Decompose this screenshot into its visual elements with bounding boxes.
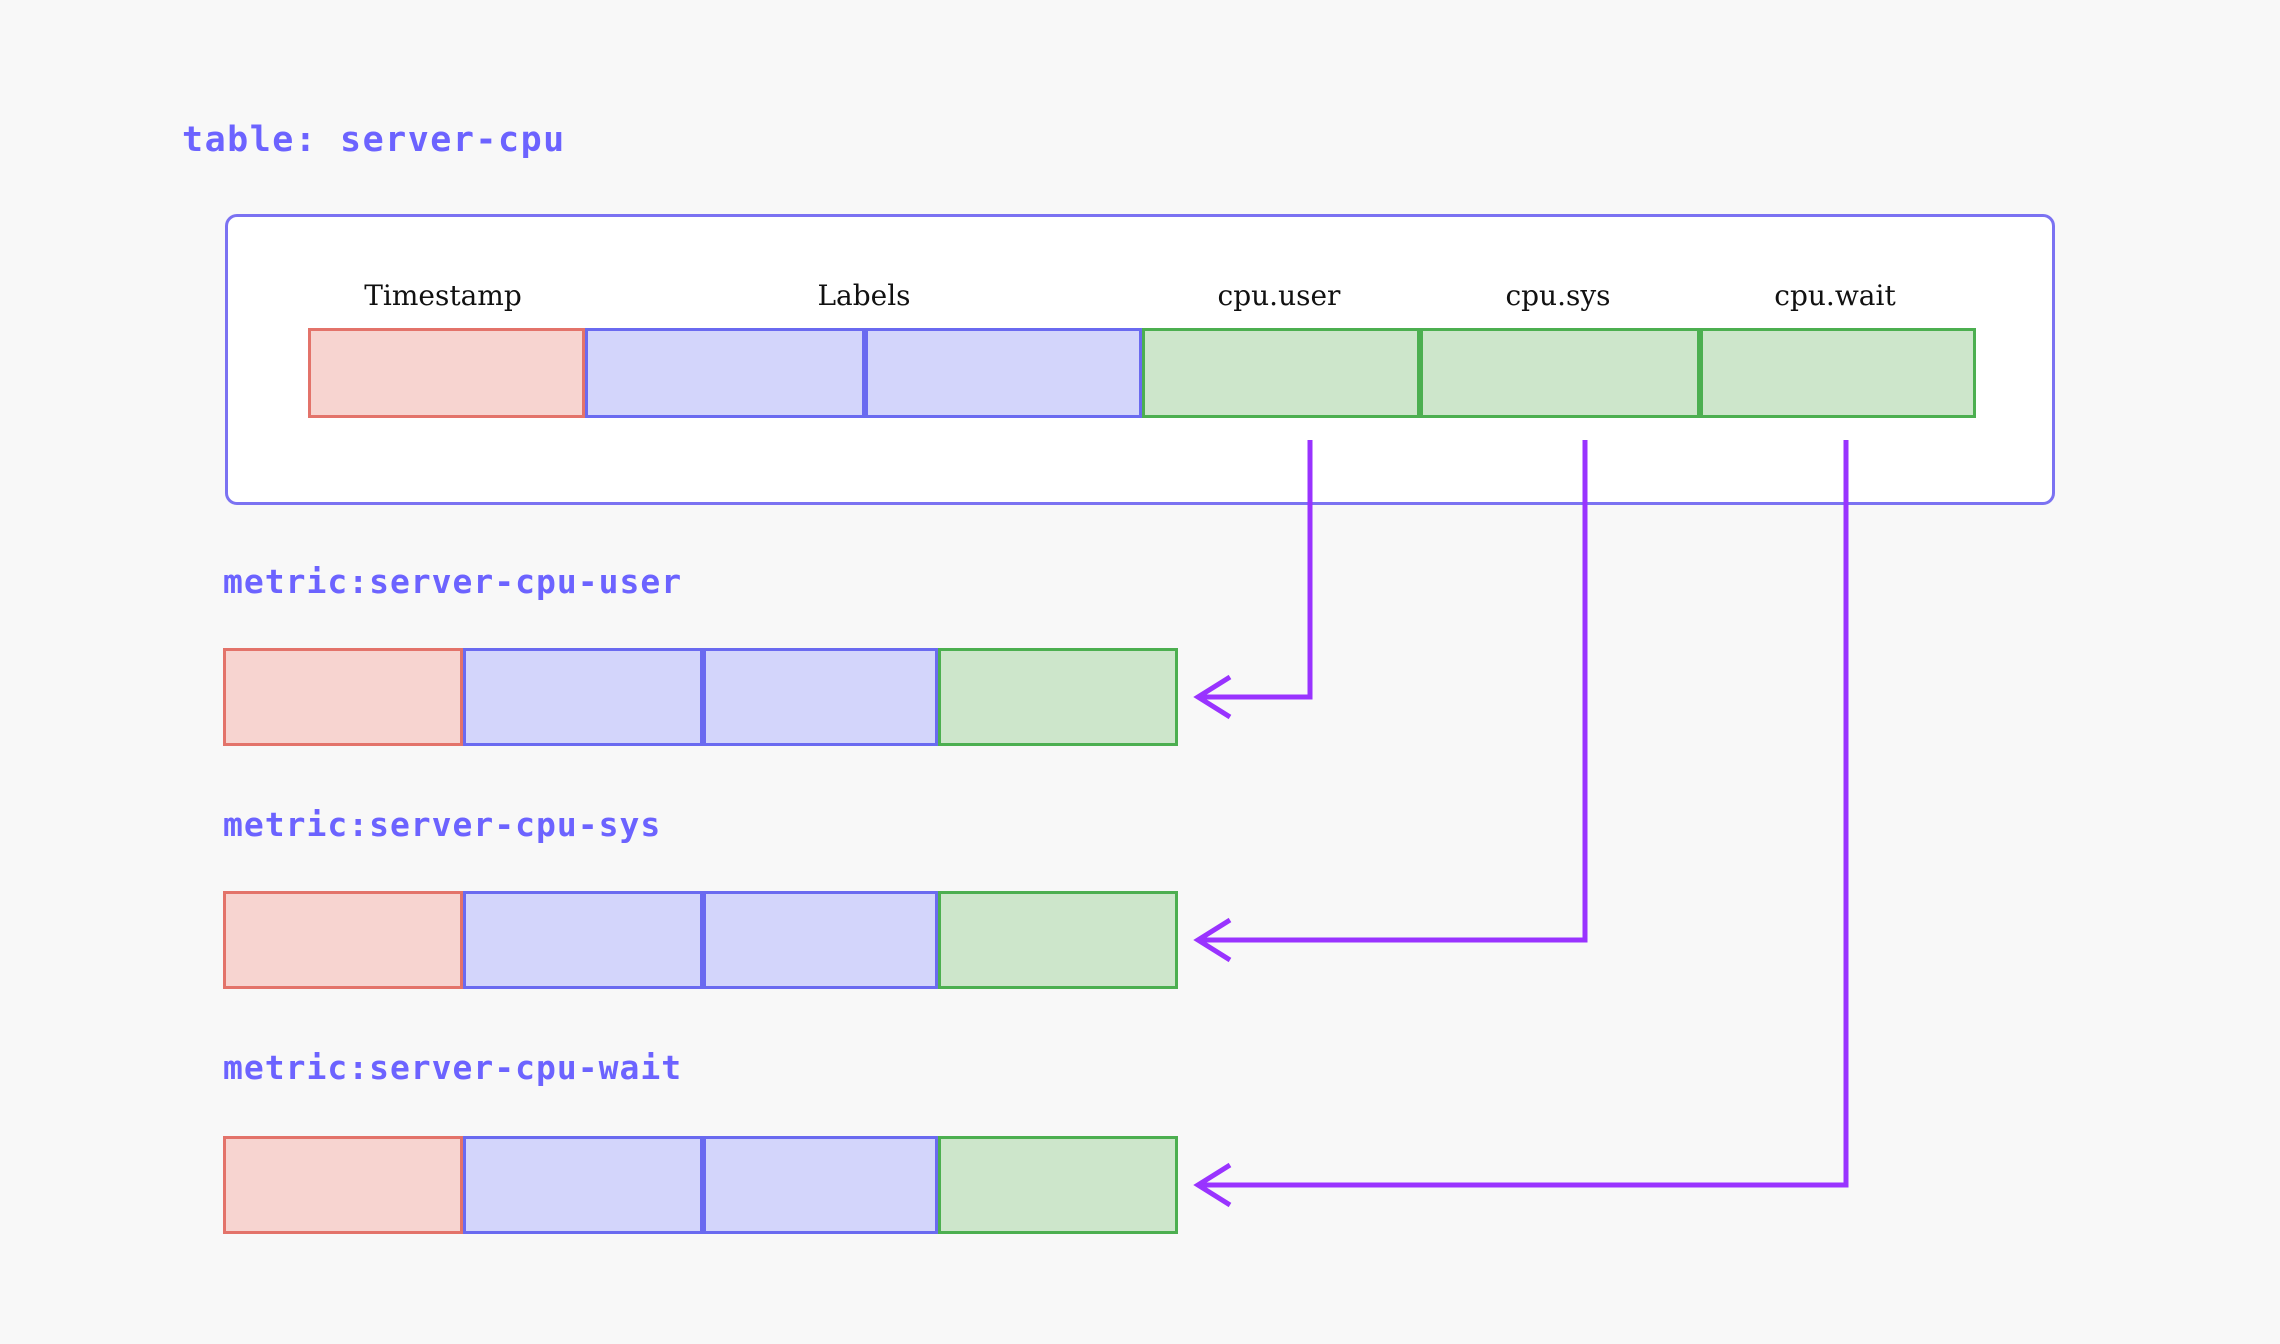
- table-column-headers: Timestamp Labels cpu.user cpu.sys cpu.wait: [228, 217, 2058, 317]
- metric-cell-value: [938, 891, 1178, 989]
- metric-cell-value: [938, 648, 1178, 746]
- arrow-2: [1193, 440, 1849, 1208]
- metric-cell-timestamp: [223, 648, 463, 746]
- metric-cell-labels: [703, 648, 938, 746]
- metric-cell-timestamp: [223, 1136, 463, 1234]
- column-header-cpu-wait: cpu.wait: [1774, 279, 1896, 312]
- column-header-labels: Labels: [817, 279, 911, 312]
- table-card: Timestamp Labels cpu.user cpu.sys cpu.wait: [225, 214, 2055, 505]
- table-cell-labels: [585, 328, 865, 418]
- table-cell-labels: [865, 328, 1142, 418]
- table-cell-value: [1420, 328, 1700, 418]
- metric-label-0: metric:server-cpu-user: [223, 562, 683, 601]
- metric-cell-labels: [703, 891, 938, 989]
- metric-cell-timestamp: [223, 891, 463, 989]
- metric-label-1: metric:server-cpu-sys: [223, 805, 662, 844]
- table-cell-timestamp: [308, 328, 585, 418]
- metric-cell-labels: [703, 1136, 938, 1234]
- diagram-title: table: server-cpu: [182, 120, 566, 160]
- column-header-timestamp: Timestamp: [364, 279, 522, 312]
- table-cell-value: [1142, 328, 1420, 418]
- metric-cell-value: [938, 1136, 1178, 1234]
- metric-cell-labels: [463, 891, 703, 989]
- metric-label-2: metric:server-cpu-wait: [223, 1048, 683, 1087]
- arrow-head-1: [1193, 917, 1232, 963]
- arrow-1: [1193, 440, 1588, 963]
- metric-cell-labels: [463, 1136, 703, 1234]
- column-header-cpu-user: cpu.user: [1217, 279, 1341, 312]
- metric-cell-labels: [463, 648, 703, 746]
- arrow-head-0: [1193, 674, 1232, 720]
- table-cell-value: [1700, 328, 1976, 418]
- column-header-cpu-sys: cpu.sys: [1505, 279, 1611, 312]
- arrow-head-2: [1193, 1162, 1232, 1208]
